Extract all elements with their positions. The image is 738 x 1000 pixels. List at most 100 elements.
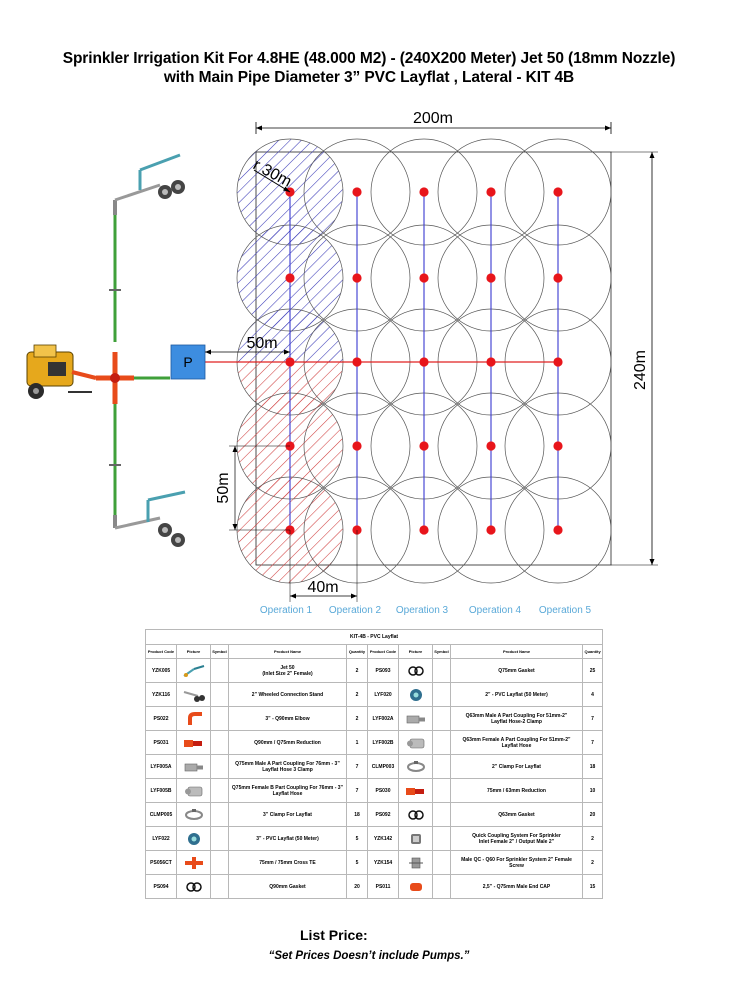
sprinkler-point [419, 187, 429, 197]
symbol-cell [432, 682, 451, 707]
quantity-cell: 7 [581, 706, 604, 731]
radius-line [253, 169, 291, 193]
pump-engine-icon [26, 344, 97, 399]
table-caption: KIT-4B - PVC Layflat [144, 629, 604, 645]
main-offset-label: 50m [246, 335, 277, 352]
page-title-line-2: with Main Pipe Diameter 3” PVC Layflat ,… [163, 69, 575, 86]
end-cap-icon [404, 880, 428, 894]
sprinkler-point [285, 273, 295, 283]
symbol-cell [210, 682, 229, 707]
symbol-cell [432, 706, 451, 731]
sprinkler-point [486, 525, 496, 535]
sprinkler-point [352, 187, 362, 197]
sprinkler-point [419, 273, 429, 283]
male-coupling-icon [404, 712, 428, 726]
symbol-cell [432, 658, 451, 683]
sprinkler-point [553, 441, 563, 451]
product-code-cell: PS094 [145, 874, 177, 899]
clamp-icon [404, 760, 428, 774]
sprinkler-point [419, 441, 429, 451]
table-header-cell: Product Name [228, 644, 347, 659]
symbol-cell [210, 730, 229, 755]
picture-cell [176, 778, 211, 803]
gasket-icon [404, 808, 428, 822]
quantity-cell: 20 [346, 874, 368, 899]
product-name-cell: Q90mm / Q75mm Reduction [228, 730, 347, 755]
product-name-cell: Male QC - Q60 For Sprinkler System 2” Fe… [450, 850, 583, 875]
picture-cell [176, 802, 211, 827]
operation-label: Operation 1 [260, 605, 313, 616]
product-name-cell: 2” - PVC Layflat (50 Meter) [450, 682, 583, 707]
sprinkler-point [352, 273, 362, 283]
quantity-cell: 15 [581, 874, 604, 899]
table-header-cell: Picture [176, 644, 211, 659]
table-header-cell: Product Code [367, 644, 399, 659]
col-spacing-label: 40m [307, 579, 338, 596]
product-code-cell: CLMP005 [145, 802, 177, 827]
sprinkler-point [486, 441, 496, 451]
operation-label: Operation 5 [539, 605, 592, 616]
picture-cell [398, 874, 433, 899]
sprinkler-point [419, 525, 429, 535]
width-dimension-label: 200m [413, 110, 453, 127]
table-header-cell: Quantity [346, 644, 368, 659]
picture-cell [176, 730, 211, 755]
operation-label: Operation 2 [329, 605, 382, 616]
picture-cell [398, 778, 433, 803]
picture-cell [176, 706, 211, 731]
product-name-cell: Quick Coupling System For Sprinkler Inle… [450, 826, 583, 851]
product-name-cell: Q90mm Gasket [228, 874, 347, 899]
product-code-cell: YZK005 [145, 658, 177, 683]
sprinkler-point [553, 273, 563, 283]
quantity-cell: 7 [346, 754, 368, 779]
table-header-cell: Product Code [145, 644, 177, 659]
product-code-cell: LYF005A [145, 754, 177, 779]
male-coupling-icon [182, 760, 206, 774]
price-note: “Set Prices Doesn’t include Pumps.” [268, 950, 470, 962]
page-title-line-1: Sprinkler Irrigation Kit For 4.8HE (48.0… [62, 50, 676, 67]
gasket-icon [404, 664, 428, 678]
table-header-cell: Picture [398, 644, 433, 659]
quantity-cell: 2 [346, 682, 368, 707]
product-code-cell: YZK154 [367, 850, 399, 875]
layflat-hose-icon [404, 688, 428, 702]
product-name-cell: Q63mm Gasket [450, 802, 583, 827]
elbow-icon [182, 711, 206, 726]
supply-piping [96, 200, 170, 528]
picture-cell [176, 658, 211, 683]
sprinkler-point [486, 187, 496, 197]
product-code-cell: YZK116 [145, 682, 177, 707]
product-name-cell: 2” Clamp For Layflat [450, 754, 583, 779]
picture-cell [398, 802, 433, 827]
picture-cell [398, 658, 433, 683]
reduction-icon [182, 736, 206, 750]
sprinkler-gun-icon [182, 664, 206, 678]
product-name-cell: Q75mm Male A Part Coupling For 76mm - 3”… [228, 754, 347, 779]
table-row: LYF005A Q75mm Male A Part Coupling For 76… [145, 754, 604, 779]
symbol-cell [432, 850, 451, 875]
quantity-cell: 7 [346, 778, 368, 803]
quick-coupling-icon [404, 832, 428, 846]
quantity-cell: 2 [581, 826, 604, 851]
symbol-cell [210, 706, 229, 731]
product-name-cell: 2” Wheeled Connection Stand [228, 682, 347, 707]
picture-cell [176, 826, 211, 851]
quantity-cell: 2 [581, 850, 604, 875]
product-code-cell: PS011 [367, 874, 399, 899]
quantity-cell: 25 [581, 658, 604, 683]
sprinkler-point [553, 525, 563, 535]
symbol-cell [432, 802, 451, 827]
clamp-icon [182, 808, 206, 822]
product-code-cell: LYF002B [367, 730, 399, 755]
table-header-cell: Quantity [581, 644, 604, 659]
product-name-cell: 3” - PVC Layflat (50 Meter) [228, 826, 347, 851]
sprinkler-stand-bottom-icon [114, 490, 186, 547]
product-name-cell: 75mm / 75mm Cross TE [228, 850, 347, 875]
